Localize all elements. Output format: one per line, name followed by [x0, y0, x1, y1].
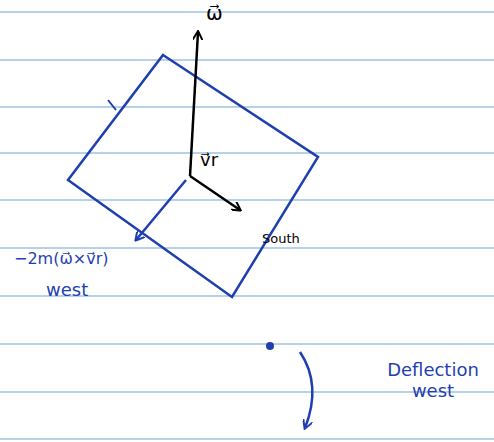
note-label: Deflection west: [380, 360, 486, 401]
direction-label: South: [262, 232, 300, 247]
mass-dot: [266, 342, 274, 350]
omega-label: ω⃗: [206, 2, 223, 25]
direction-label: west: [46, 280, 88, 301]
omega-arrow: [190, 32, 198, 176]
force-label: −2m(ω⃗×v⃗r): [14, 250, 109, 268]
coriolis-arrow: [136, 180, 186, 240]
velocity-label: v⃗r: [200, 150, 218, 171]
ruled-lines: [0, 12, 494, 439]
velocity-arrow: [190, 176, 240, 210]
deflection-arrow: [300, 352, 312, 428]
edge-tick: [108, 100, 116, 110]
